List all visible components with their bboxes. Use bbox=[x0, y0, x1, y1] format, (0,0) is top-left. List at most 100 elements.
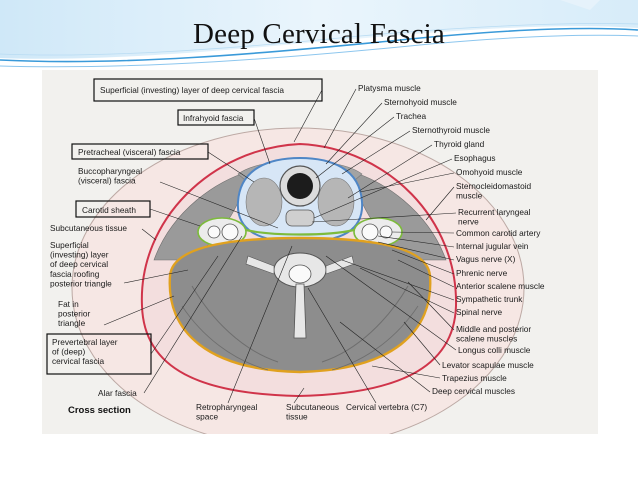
label-line: muscle bbox=[456, 191, 483, 201]
thyroid-lobe-left bbox=[245, 177, 283, 227]
anatomy-figure: Superficial (investing) layer of deep ce… bbox=[42, 70, 598, 434]
label-pretracheal-fascia: Pretracheal (visceral) fascia bbox=[78, 147, 181, 157]
labels-left: Superficial (investing) layer of deep ce… bbox=[50, 85, 284, 398]
internal-jugular-right bbox=[361, 223, 379, 241]
label-buccopharyngeal-fascia: Buccopharyngeal(visceral) fascia bbox=[78, 166, 142, 186]
leader-infrahyoid-fascia bbox=[253, 117, 271, 165]
label-line: Infrahyoid fascia bbox=[183, 113, 244, 123]
label-line: Platysma muscle bbox=[358, 83, 421, 93]
label-line: posterior triangle bbox=[50, 278, 112, 288]
common-carotid-right bbox=[379, 225, 393, 239]
thyroid-lobe-right bbox=[317, 177, 355, 227]
leader-prevertebral bbox=[150, 255, 219, 355]
leader-levator-scapulae bbox=[403, 321, 441, 366]
label-line: Levator scapulae muscle bbox=[442, 360, 534, 370]
buccopharyngeal-band bbox=[245, 228, 355, 236]
leader-sternothyroid bbox=[341, 130, 411, 175]
label-platysma: Platysma muscle bbox=[358, 83, 421, 93]
label-common-carotid: Common carotid artery bbox=[456, 228, 541, 238]
label-line: Alar fascia bbox=[98, 388, 137, 398]
label-line: cervical fascia bbox=[52, 356, 104, 366]
deep-muscle-right-2 bbox=[331, 305, 419, 371]
label-superficial-investing: Superficial (investing) layer of deep ce… bbox=[100, 85, 284, 95]
label-line: Middle and posterior bbox=[456, 324, 531, 334]
label-carotid-sheath: Carotid sheath bbox=[82, 205, 136, 215]
header-swoosh-decoration bbox=[0, 0, 638, 68]
label-thyroid-gland: Thyroid gland bbox=[434, 139, 485, 149]
leader-trachea bbox=[315, 116, 395, 179]
label-sternothyroid: Sternothyroid muscle bbox=[412, 125, 490, 135]
box-pretracheal-fascia bbox=[71, 143, 209, 160]
leader-superficial-roofing bbox=[123, 269, 189, 284]
label-line: Buccopharyngeal bbox=[78, 166, 142, 176]
leader-fat-posterior bbox=[103, 295, 175, 326]
label-deep-cervical-muscles: Deep cervical muscles bbox=[432, 386, 515, 396]
common-carotid-left bbox=[207, 225, 221, 239]
label-line: Cervical vertebra (C7) bbox=[346, 402, 427, 412]
leader-sternohyoid bbox=[325, 102, 383, 165]
label-line: Retropharyngeal bbox=[196, 402, 258, 412]
label-line: Spinal nerve bbox=[456, 307, 503, 317]
esophagus-shape bbox=[285, 209, 315, 227]
label-line: Longus colli muscle bbox=[458, 345, 531, 355]
leader-vagus bbox=[377, 241, 455, 261]
leader-esophagus bbox=[313, 158, 453, 219]
leader-cervical-vertebra bbox=[307, 287, 377, 404]
label-cervical-vertebra: Cervical vertebra (C7) bbox=[346, 402, 427, 412]
leader-sympathetic-trunk bbox=[341, 259, 455, 301]
label-line: Internal jugular vein bbox=[456, 241, 529, 251]
label-line: Thyroid gland bbox=[434, 139, 485, 149]
label-line: Phrenic nerve bbox=[456, 268, 508, 278]
label-sympathetic-trunk: Sympathetic trunk bbox=[456, 294, 523, 304]
label-alar-fascia: Alar fascia bbox=[98, 388, 137, 398]
label-line: Sympathetic trunk bbox=[456, 294, 523, 304]
leader-lines-bottom bbox=[227, 245, 377, 404]
spinous-process bbox=[293, 283, 307, 339]
label-line: Sternocleidomastoid bbox=[456, 181, 532, 191]
deep-muscle-left-2 bbox=[181, 305, 269, 371]
leader-subcutaneous-bottom bbox=[293, 387, 305, 404]
leader-deep-cervical-muscles bbox=[339, 321, 431, 393]
label-line: Common carotid artery bbox=[456, 228, 541, 238]
label-line: Omohyoid muscle bbox=[456, 167, 523, 177]
leader-phrenic bbox=[391, 249, 455, 275]
leader-spinal-nerve bbox=[359, 267, 455, 314]
label-line: of (deep) bbox=[52, 347, 85, 357]
deep-muscle-left bbox=[191, 285, 279, 363]
figure-caption: Cross section bbox=[68, 405, 131, 416]
label-line: Superficial (investing) layer of deep ce… bbox=[100, 85, 284, 95]
label-line: space bbox=[196, 412, 219, 422]
leader-buccopharyngeal-fascia bbox=[159, 181, 279, 229]
label-esophagus: Esophagus bbox=[454, 153, 496, 163]
label-spinal-nerve: Spinal nerve bbox=[456, 307, 503, 317]
leader-longus-colli bbox=[325, 255, 457, 351]
label-line: posterior bbox=[58, 309, 91, 319]
label-trachea: Trachea bbox=[396, 111, 427, 121]
label-line: Trapezius muscle bbox=[442, 373, 507, 383]
deep-muscle-right bbox=[321, 285, 409, 363]
label-line: Deep cervical muscles bbox=[432, 386, 515, 396]
leader-omohyoid bbox=[359, 172, 455, 193]
label-line: of deep cervical bbox=[50, 259, 108, 269]
label-line: Superficial bbox=[50, 240, 89, 250]
label-line: Trachea bbox=[396, 111, 427, 121]
label-omohyoid: Omohyoid muscle bbox=[456, 167, 523, 177]
label-line: fascia roofing bbox=[50, 269, 100, 279]
box-infrahyoid-fascia bbox=[177, 109, 255, 126]
label-line: Esophagus bbox=[454, 153, 496, 163]
leader-pretracheal-fascia bbox=[207, 151, 255, 183]
label-phrenic-nerve: Phrenic nerve bbox=[456, 268, 508, 278]
label-line: Sternothyroid muscle bbox=[412, 125, 490, 135]
vertebral-canal bbox=[288, 264, 312, 284]
label-line: Subcutaneous tissue bbox=[50, 223, 127, 233]
slide-title: Deep Cervical Fascia bbox=[192, 18, 445, 50]
label-sternohyoid: Sternohyoid muscle bbox=[384, 97, 457, 107]
